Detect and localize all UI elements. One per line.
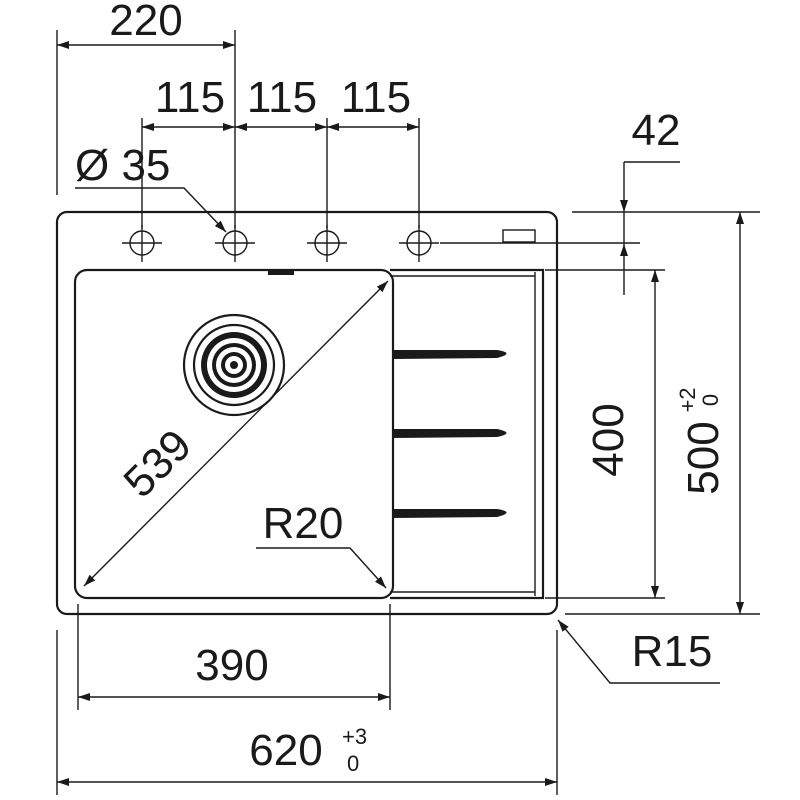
tap-holes: [122, 225, 439, 262]
sink-outline: [55, 210, 559, 616]
drainer-groove-3: [393, 509, 507, 518]
dim-tolerance-500-lower: 0: [698, 394, 723, 406]
dim-tolerance-500-upper: +2: [675, 387, 700, 412]
leader-r20: [256, 547, 387, 589]
dim-label-500: 500: [679, 421, 728, 494]
drainer-groove-1: [393, 350, 507, 359]
rim-overflow-opening: [502, 229, 536, 243]
dim-label-390: 390: [195, 641, 268, 690]
dim-label-hole-diameter: Ø 35: [75, 141, 170, 190]
dim-label-400: 400: [584, 403, 633, 476]
tap-hole-1-icon: [122, 225, 162, 262]
dim-label-r20: R20: [263, 499, 344, 548]
dim-label-115-a: 115: [155, 73, 225, 122]
bowl-outline: [73, 268, 395, 600]
dim-label-r15: R15: [632, 627, 713, 676]
dim-tolerance-620-lower: 0: [347, 751, 359, 776]
dim-label-220: 220: [109, 0, 182, 45]
tap-hole-4-icon: [399, 225, 439, 262]
dim-label-620: 620: [249, 726, 322, 775]
leader-r15: [557, 619, 720, 684]
dim-tolerance-620-upper: +3: [342, 724, 367, 749]
sink-rim: [55, 210, 559, 616]
dim-line-539: [83, 280, 389, 587]
leader-hole-diameter: [75, 187, 227, 233]
drainer-area: [390, 268, 545, 600]
drainer-groove-2: [393, 429, 507, 438]
dim-label-115-c: 115: [341, 73, 411, 122]
tap-hole-3-icon: [307, 225, 347, 262]
dim-label-42: 42: [632, 106, 681, 155]
dim-label-115-b: 115: [247, 73, 317, 122]
tap-hole-2-icon: [215, 225, 255, 262]
dim-label-539: 539: [114, 420, 201, 507]
